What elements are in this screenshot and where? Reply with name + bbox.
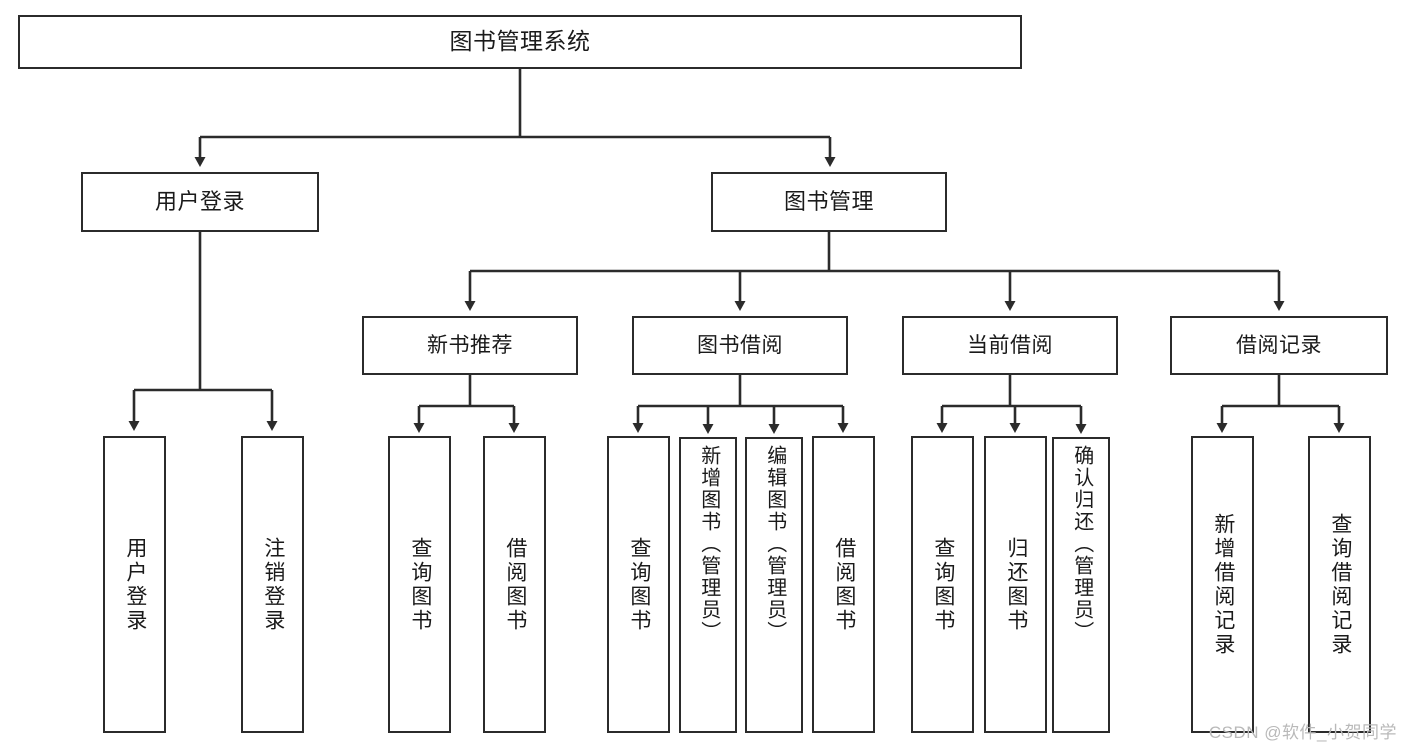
node-current-borrow[interactable]: 当前借阅 <box>902 316 1118 375</box>
node-leaf-query-book-1-label: 查询图书 <box>408 536 432 633</box>
node-root-label: 图书管理系统 <box>449 28 591 55</box>
node-leaf-edit-book-admin[interactable]: 编辑图书（管理员） <box>745 437 803 733</box>
node-leaf-borrow-book-1[interactable]: 借阅图书 <box>483 436 546 733</box>
node-leaf-add-book-admin[interactable]: 新增图书（管理员） <box>679 437 737 733</box>
node-book-borrow[interactable]: 图书借阅 <box>632 316 848 375</box>
node-leaf-return-book[interactable]: 归还图书 <box>984 436 1047 733</box>
node-leaf-query-book-2[interactable]: 查询图书 <box>607 436 670 733</box>
node-leaf-query-book-2-label: 查询图书 <box>627 536 651 633</box>
node-leaf-borrow-book-2[interactable]: 借阅图书 <box>812 436 875 733</box>
node-leaf-query-borrow-record[interactable]: 查询借阅记录 <box>1308 436 1371 733</box>
node-leaf-query-borrow-record-label: 查询借阅记录 <box>1328 512 1352 657</box>
node-leaf-query-book-3-label: 查询图书 <box>931 536 955 633</box>
node-new-book-recommend-label: 新书推荐 <box>427 333 513 357</box>
node-leaf-borrow-book-1-label: 借阅图书 <box>503 536 527 633</box>
node-new-book-recommend[interactable]: 新书推荐 <box>362 316 578 375</box>
node-leaf-borrow-book-2-label: 借阅图书 <box>832 536 856 633</box>
node-borrow-record-label: 借阅记录 <box>1236 333 1322 357</box>
node-leaf-add-borrow-record-label: 新增借阅记录 <box>1211 512 1235 657</box>
node-leaf-logout-login[interactable]: 注销登录 <box>241 436 304 733</box>
node-leaf-user-login[interactable]: 用户登录 <box>103 436 166 733</box>
node-leaf-return-book-label: 归还图书 <box>1004 536 1028 633</box>
node-book-manage[interactable]: 图书管理 <box>711 172 947 232</box>
node-leaf-user-login-label: 用户登录 <box>123 536 147 633</box>
node-book-borrow-label: 图书借阅 <box>697 333 783 357</box>
node-borrow-record[interactable]: 借阅记录 <box>1170 316 1388 375</box>
node-leaf-add-book-admin-label: 新增图书（管理员） <box>697 445 720 643</box>
node-root[interactable]: 图书管理系统 <box>18 15 1022 69</box>
node-user-login-label: 用户登录 <box>154 188 245 214</box>
node-user-login[interactable]: 用户登录 <box>81 172 319 232</box>
node-leaf-confirm-return-admin[interactable]: 确认归还（管理员） <box>1052 437 1110 733</box>
node-leaf-edit-book-admin-label: 编辑图书（管理员） <box>763 445 786 643</box>
node-leaf-query-book-3[interactable]: 查询图书 <box>911 436 974 733</box>
node-leaf-add-borrow-record[interactable]: 新增借阅记录 <box>1191 436 1254 733</box>
node-book-manage-label: 图书管理 <box>783 188 874 214</box>
node-leaf-confirm-return-admin-label: 确认归还（管理员） <box>1070 445 1093 643</box>
node-current-borrow-label: 当前借阅 <box>967 333 1053 357</box>
node-leaf-logout-login-label: 注销登录 <box>261 536 285 633</box>
node-leaf-query-book-1[interactable]: 查询图书 <box>388 436 451 733</box>
